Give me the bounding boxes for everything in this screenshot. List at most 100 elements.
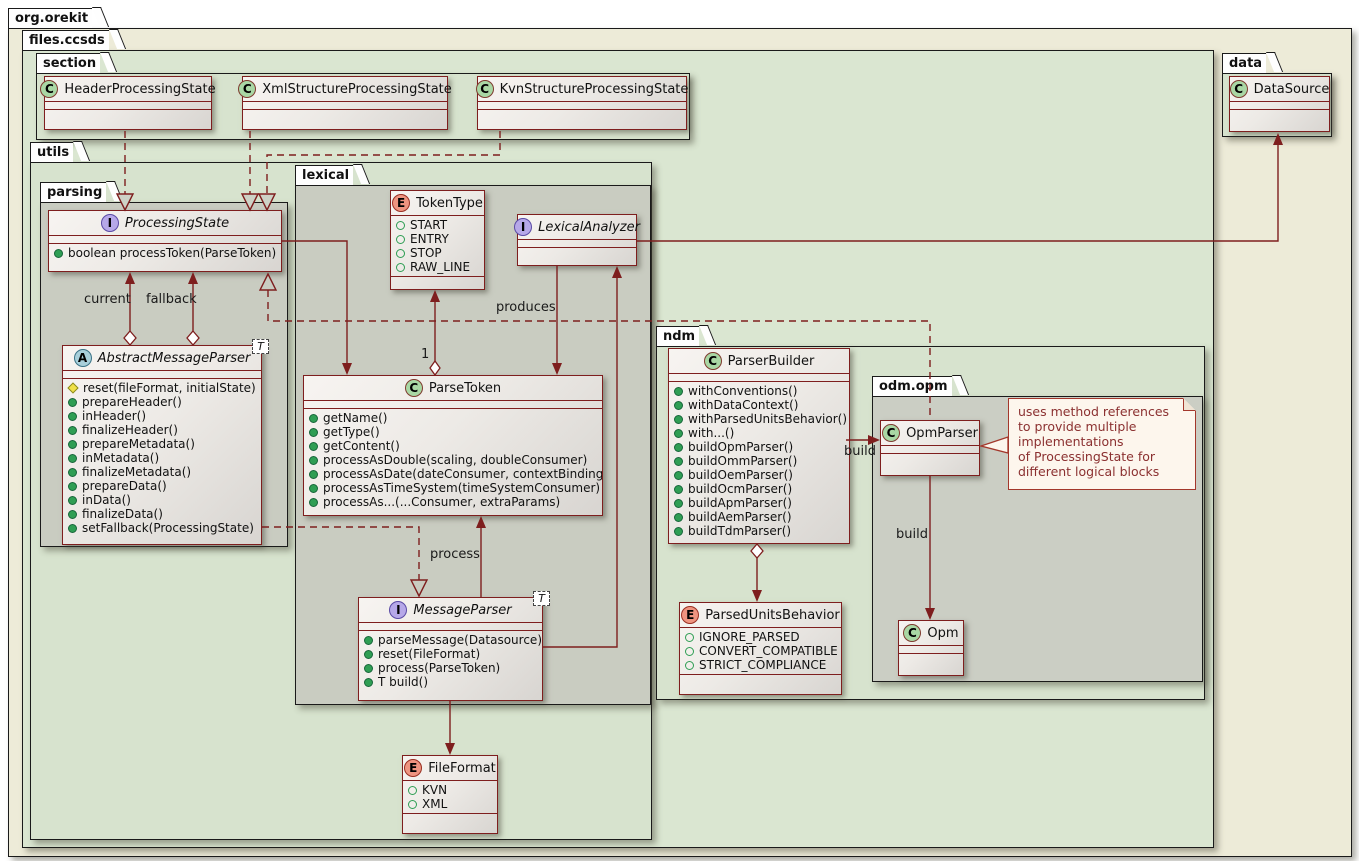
method-row: boolean processToken(ParseToken) [49,246,281,260]
member-label: prepareData() [82,479,167,493]
public-visibility-icon [674,400,683,410]
member-label: processAsDouble(scaling, doubleConsumer) [323,453,588,467]
public-visibility-icon [68,495,77,505]
public-visibility-icon [674,428,683,438]
class-header: C KvnStructureProcessingState [475,77,688,102]
class-header: C ParseToken [304,376,602,401]
member-label: finalizeMetadata() [82,465,192,479]
member-label: getType() [323,425,380,439]
member-label: processAsTimeSystem(timeSystemConsumer) [323,481,601,495]
method-row: parseMessage(Datasource) [359,633,542,647]
member-label: STRICT_COMPLIANCE [699,658,827,672]
public-visibility-icon [674,484,683,494]
member-label: buildOemParser() [688,468,793,482]
generic-type-badge: T [533,591,550,606]
member-label: setFallback(ProcessingState) [82,521,254,535]
method-row: getContent() [304,439,602,453]
class-icon: C [40,80,59,98]
method-row: buildAemParser() [669,510,849,524]
member-label: buildTdmParser() [688,524,792,538]
package-label: section [43,56,97,71]
class-header-processing-state: C HeaderProcessingState [40,76,216,130]
compartment-empty [881,454,979,475]
class-name: HeaderProcessingState [64,81,216,97]
enum-value-row: XML [403,797,497,811]
class-kvn-structure-processing-state: C KvnStructureProcessingState [475,76,688,130]
compartment-empty [45,110,211,129]
note-processing-state-implementations: uses method references to provide multip… [1008,398,1196,490]
class-name: XmlStructureProcessingState [262,81,452,97]
package-label: odm.opm [879,379,948,394]
member-label: CONVERT_COMPATIBLE [699,644,838,658]
member-label: processAsDate(dateConsumer, contextBindi… [323,467,602,481]
public-visibility-icon [68,467,77,477]
method-row: buildOemParser() [669,468,849,482]
class-abstract-message-parser: T A AbstractMessageParser reset(fileForm… [62,339,269,545]
method-row: processAsDate(dateConsumer, contextBindi… [304,467,602,481]
class-header: I LexicalAnalyzer [514,215,640,240]
method-row: withDataContext() [669,398,849,412]
package-tab-org-orekit: org.orekit [8,8,93,28]
compartment-empty [680,674,841,694]
method-row: buildOpmParser() [669,440,849,454]
compartment-divider [899,646,963,654]
public-visibility-icon [309,427,318,437]
class-name: MessageParser [413,602,512,618]
enum-constant-icon [685,660,694,670]
member-label: prepareMetadata() [82,437,195,451]
package-label: data [1229,56,1263,71]
enum-constant-icon [685,632,694,642]
method-row: prepareMetadata() [63,437,261,451]
member-label: buildOcmParser() [688,482,793,496]
member-label: T build() [378,675,429,689]
class-name: AbstractMessageParser [97,350,251,366]
edge-label-build-parser: build [844,444,876,459]
member-label: withDataContext() [688,398,799,412]
public-visibility-icon [68,523,77,533]
member-label: withConventions() [688,384,798,398]
edge-label-fallback: fallback [146,292,197,307]
class-data-source: C DataSource [1229,76,1330,132]
public-visibility-icon [674,414,683,424]
method-list: parseMessage(Datasource)reset(FileFormat… [359,631,542,700]
enum-value-row: STRICT_COMPLIANCE [680,658,841,672]
package-tab-odm-opm: odm.opm [872,376,952,396]
method-row: finalizeData() [63,507,261,521]
compartment-divider [1230,102,1329,110]
edge-label-process: process [430,547,480,562]
member-label: inData() [82,493,131,507]
class-header: E ParsedUnitsBehavior [680,603,841,628]
enum-constant-icon [396,262,405,272]
package-label: org.orekit [15,11,89,26]
package-label: parsing [47,185,103,200]
class-icon: C [1229,80,1248,98]
compartment-divider [881,446,979,454]
public-visibility-icon [68,439,77,449]
public-visibility-icon [68,509,77,519]
class-header: C DataSource [1229,77,1329,102]
method-row: process(ParseToken) [359,661,542,675]
method-row: withParsedUnitsBehavior() [669,412,849,426]
compartment-divider [243,102,447,110]
method-row: prepareData() [63,479,261,493]
member-label: getName() [323,411,388,425]
package-label: utils [37,145,70,160]
method-row: withConventions() [669,384,849,398]
class-name: ProcessingState [124,215,230,231]
public-visibility-icon [54,248,63,258]
compartment-divider [478,102,686,110]
member-label: reset(FileFormat) [378,647,481,661]
member-label: inHeader() [82,409,146,423]
method-row: buildOmmParser() [669,454,849,468]
method-list: withConventions()withDataContext()withPa… [669,382,849,543]
compartment-empty [478,110,686,129]
method-row: processAs...(...Consumer, extraParams) [304,495,602,509]
method-list: reset(fileFormat, initialState)prepareHe… [63,379,261,544]
member-label: RAW_LINE [410,260,471,274]
package-tab-lexical: lexical [295,165,354,185]
class-header: I MessageParser [359,598,542,623]
interface-icon: I [514,218,533,236]
